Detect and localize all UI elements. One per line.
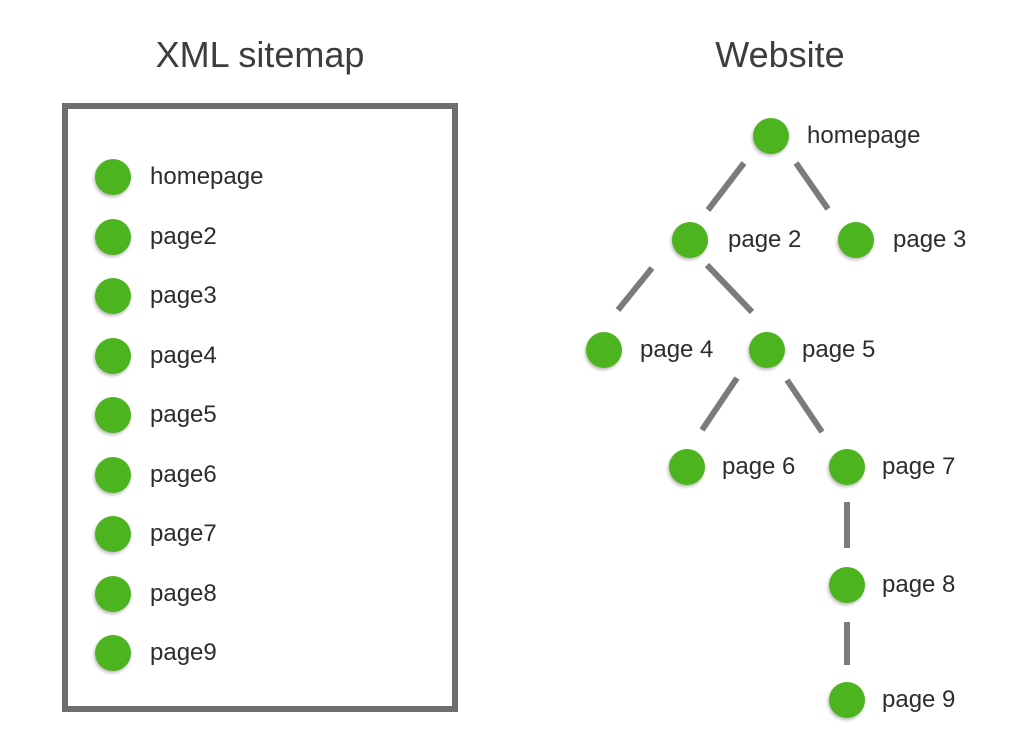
page-dot-icon [95, 456, 131, 493]
list-item-label: page7 [150, 520, 217, 547]
tree-node-page9-icon [829, 682, 865, 718]
tree-node-label: page 7 [882, 453, 956, 480]
xml-sitemap-title: XML sitemap [155, 34, 365, 75]
page-dot-icon [95, 575, 131, 612]
tree-node-label: page 8 [882, 571, 956, 598]
list-item: page8 [95, 575, 263, 612]
page-dot-icon [95, 635, 131, 671]
tree-node-page2-icon [672, 222, 708, 258]
page-dot-icon [95, 337, 131, 374]
list-item-label: page2 [150, 222, 217, 250]
edge-page5-page6 [699, 376, 740, 432]
xml-sitemap-box: homepage page2 page3 page4 page5 page6 [62, 103, 458, 712]
website-title: Website [715, 34, 845, 75]
tree-node-page5-icon [749, 332, 785, 368]
tree-node-page7-icon [829, 449, 865, 485]
edge-page2-page5 [704, 262, 755, 315]
list-item-label: page6 [150, 460, 217, 488]
list-item-label: homepage [150, 163, 264, 190]
page-dot-icon [95, 218, 131, 255]
tree-node-label: page 4 [640, 336, 714, 363]
tree-node-label: page 3 [893, 226, 967, 253]
tree-node-page4-icon [586, 332, 622, 368]
tree-node-label: page 5 [802, 336, 876, 363]
page-dot-icon [95, 516, 131, 552]
tree-node-page6-icon [669, 449, 705, 485]
tree-node-homepage-icon [753, 118, 789, 154]
list-item-label: page8 [150, 579, 217, 607]
list-item-label: page4 [150, 341, 217, 369]
tree-node-label: homepage [807, 122, 921, 149]
list-item: page2 [95, 218, 263, 255]
tree-node-label: page 9 [882, 686, 956, 713]
tree-node-label: page 6 [722, 453, 796, 480]
tree-node-page8-icon [829, 567, 865, 603]
page-dot-icon [95, 278, 131, 314]
edge-page2-page4 [615, 266, 655, 312]
page-dot-icon [95, 397, 131, 433]
list-item-label: page9 [150, 639, 217, 666]
list-item: page7 [95, 516, 263, 552]
list-item: page4 [95, 337, 263, 374]
list-item-label: page3 [150, 282, 217, 309]
list-item: page6 [95, 456, 263, 493]
edge-page5-page7 [784, 378, 825, 434]
edge-homepage-page2 [705, 161, 747, 212]
xml-sitemap-list: homepage page2 page3 page4 page5 page6 [95, 159, 263, 671]
list-item: page9 [95, 635, 263, 671]
list-item: homepage [95, 159, 263, 195]
list-item: page5 [95, 397, 263, 433]
tree-node-page3-icon [838, 222, 874, 258]
edge-homepage-page3 [793, 161, 831, 211]
page-dot-icon [95, 159, 131, 195]
tree-node-label: page 2 [728, 226, 802, 253]
list-item: page3 [95, 278, 263, 314]
list-item-label: page5 [150, 401, 217, 428]
